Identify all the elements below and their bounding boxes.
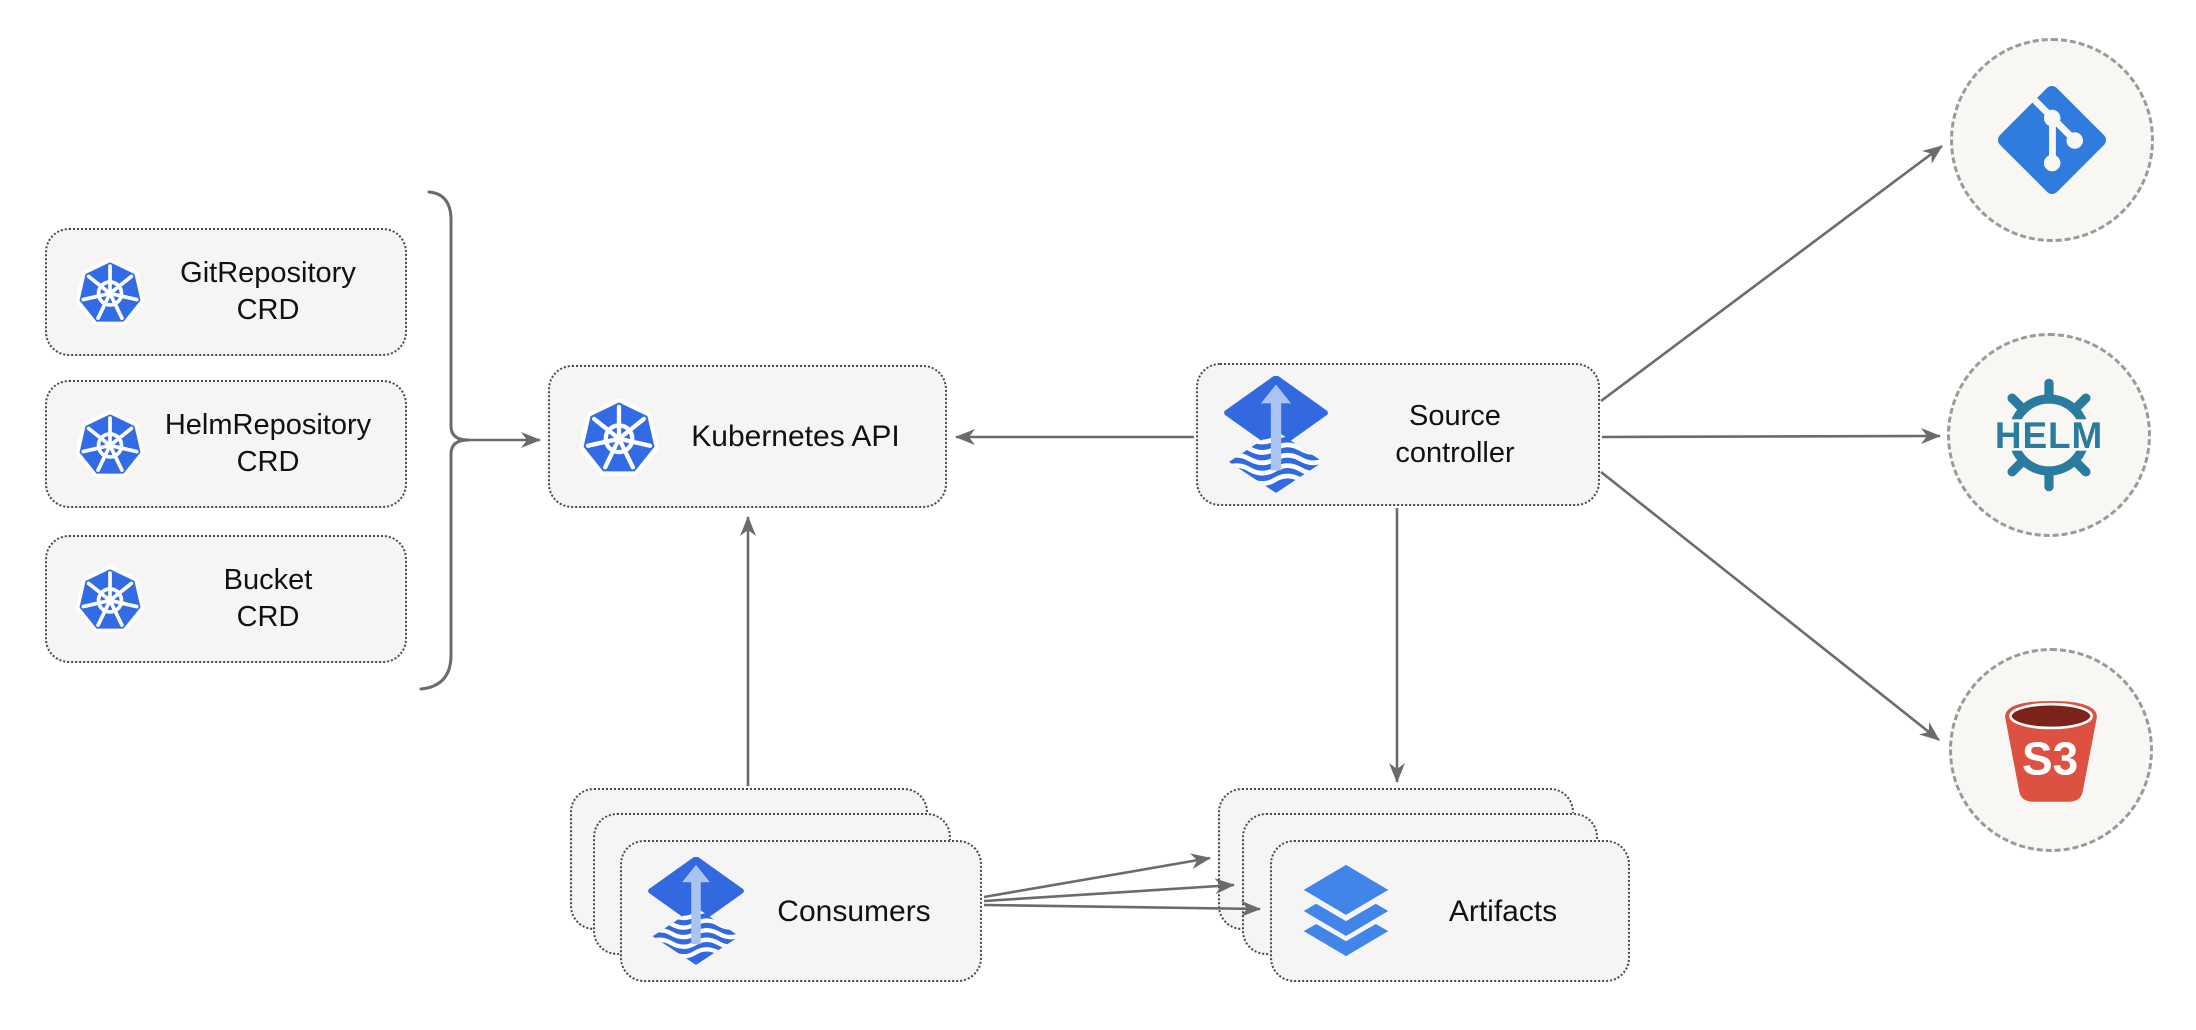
- arrow-source-controller-to-helm: [1601, 428, 1941, 445]
- node-label: Artifacts: [1448, 894, 1558, 928]
- node-consumers: Consumers: [620, 840, 982, 982]
- remote-source-git: [1950, 38, 2154, 242]
- helm-icon: HELM: [1989, 378, 2109, 492]
- flux-icon: [648, 857, 744, 965]
- remote-source-helm: HELM: [1947, 333, 2151, 537]
- node-bucket-crd: Bucket CRD: [45, 535, 407, 663]
- flux-icon: [1224, 376, 1328, 493]
- git-icon: [1998, 86, 2106, 194]
- group-bracket-top: [427, 190, 470, 442]
- node-label: Bucket CRD: [223, 564, 313, 633]
- node-helmrepository-crd: HelmRepository CRD: [45, 380, 407, 508]
- node-label: GitRepository CRD: [180, 257, 356, 326]
- layers-icon: [1298, 861, 1394, 961]
- node-artifacts: Artifacts: [1270, 840, 1630, 982]
- node-label: Kubernetes API: [691, 420, 900, 453]
- kubernetes-icon: [73, 407, 147, 481]
- node-label: Consumers: [777, 894, 931, 928]
- node-source-controller: Source controller: [1196, 363, 1600, 506]
- node-label: HelmRepository CRD: [164, 409, 372, 478]
- helm-logo-text: HELM: [1995, 415, 2103, 456]
- kubernetes-icon: [576, 394, 662, 480]
- arrow-source-controller-to-git: [1600, 144, 1943, 403]
- group-bracket-bottom: [419, 438, 470, 691]
- remote-source-s3: S3: [1949, 648, 2153, 852]
- node-gitrepository-crd: GitRepository CRD: [45, 228, 407, 356]
- kubernetes-icon: [73, 255, 147, 329]
- s3-bucket-icon: S3: [2005, 700, 2097, 802]
- node-label: Source controller: [1395, 399, 1515, 469]
- node-kubernetes-api: Kubernetes API: [548, 365, 947, 508]
- arrow-consumers-to-artifacts-1: [983, 853, 1211, 899]
- arrow-consumers-to-artifacts-2: [983, 878, 1235, 903]
- arrow-source-controller-to-s3: [1600, 470, 1940, 742]
- kubernetes-icon: [73, 562, 147, 636]
- s3-logo-text: S3: [2022, 732, 2078, 784]
